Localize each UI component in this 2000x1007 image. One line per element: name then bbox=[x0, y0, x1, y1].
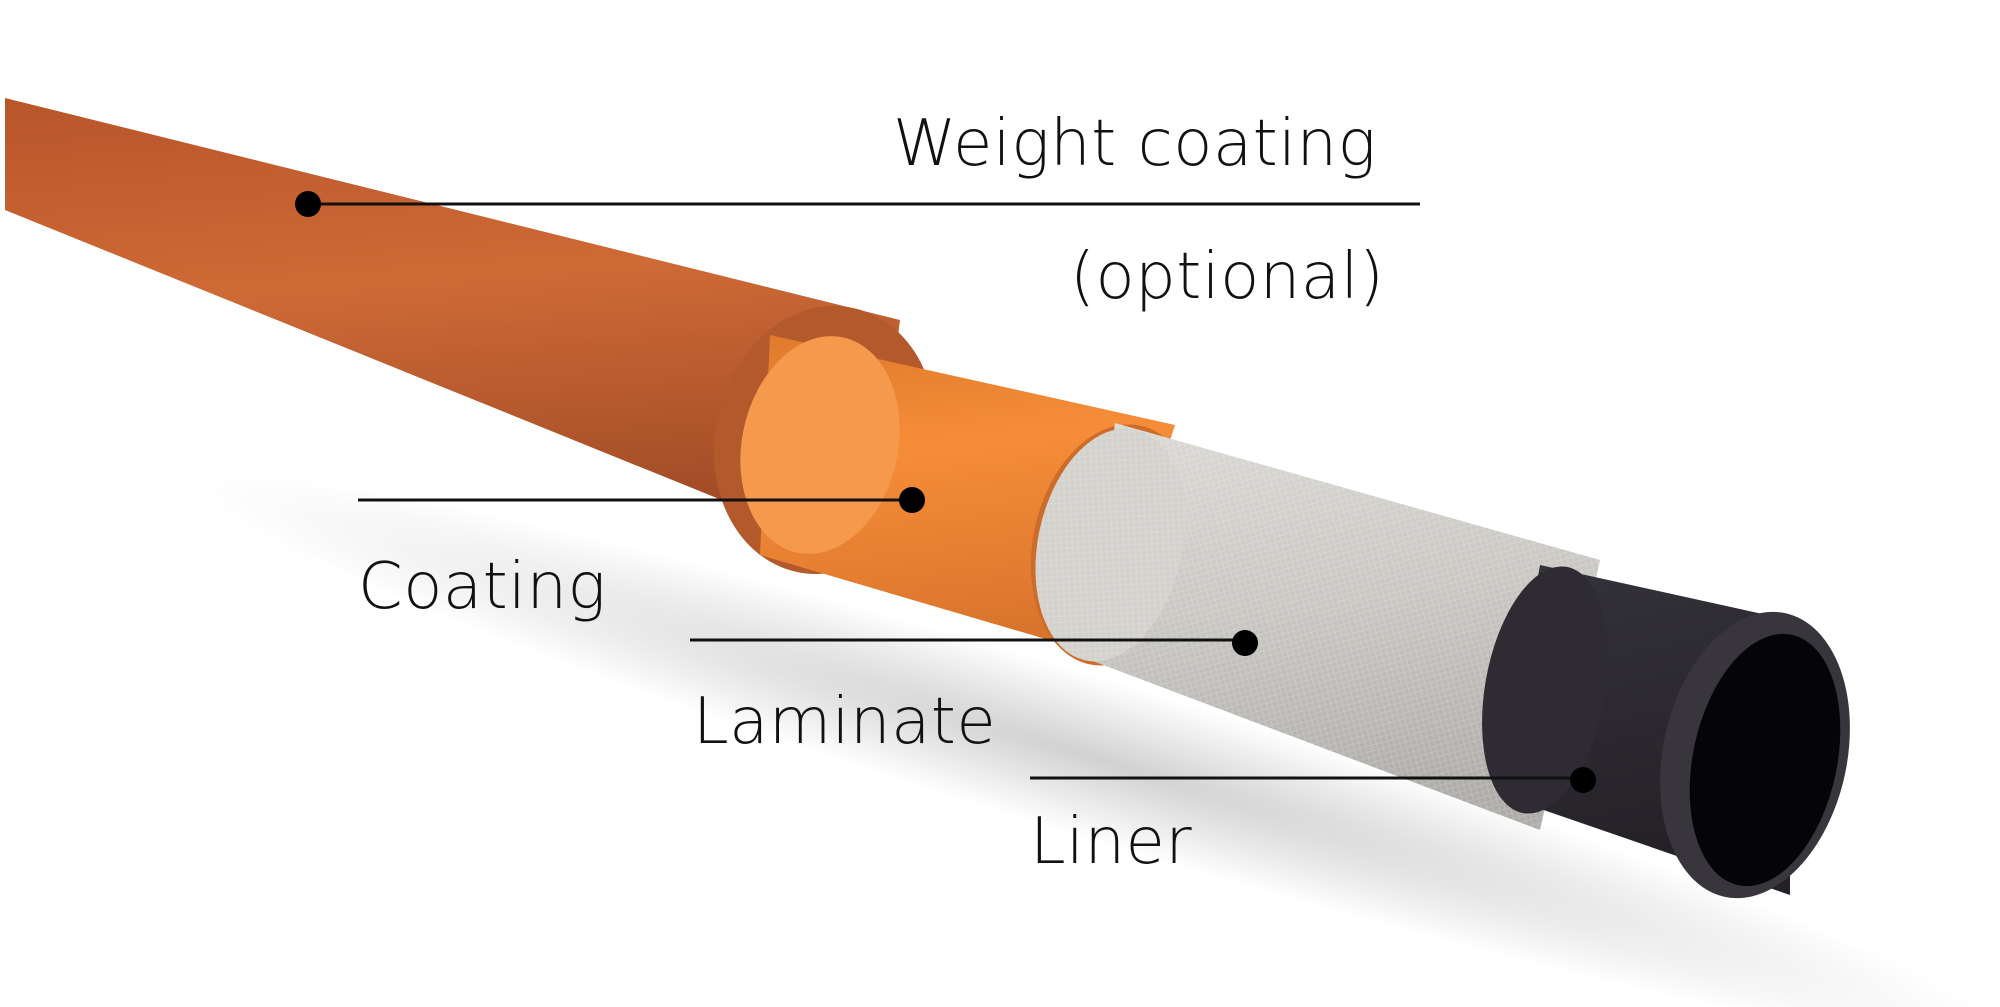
label-weight-coating: Weight coating bbox=[893, 107, 1377, 181]
laminate-layer bbox=[1035, 423, 1600, 830]
label-weight-coating-optional: (optional) bbox=[1070, 240, 1385, 314]
label-coating: Coating bbox=[358, 550, 607, 624]
callout-laminate bbox=[690, 630, 1258, 656]
liner-layer bbox=[1482, 565, 1850, 899]
label-laminate: Laminate bbox=[693, 685, 997, 759]
callout-liner bbox=[1030, 767, 1596, 793]
label-liner: Liner bbox=[1030, 805, 1193, 879]
callout-weight-coating bbox=[295, 191, 1420, 217]
callout-coating bbox=[358, 487, 925, 513]
